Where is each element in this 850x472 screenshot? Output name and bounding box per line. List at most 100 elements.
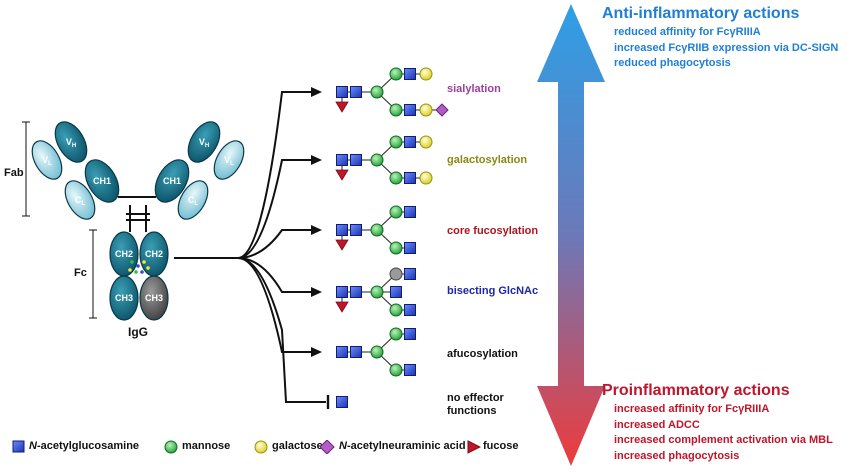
domain-ch2-left-label: CH2: [115, 249, 133, 259]
proinflammatory-item: increased complement activation via MBL: [614, 434, 833, 446]
mannose-circle: [389, 327, 403, 341]
galactose-circle: [419, 135, 433, 149]
fc-glycan-dot: [134, 270, 138, 274]
fc-glycan-dot: [130, 260, 134, 264]
domain-ch1-left-label: CH1: [93, 176, 111, 186]
fc-glycan-dot: [146, 266, 150, 270]
glycoform-label-no-effector: no effector functions: [447, 392, 504, 418]
proinflammatory-title: Proinflammatory actions: [602, 382, 790, 399]
bisect-circle: [389, 267, 403, 281]
domain-vh-right: [187, 121, 221, 163]
galactose-circle: [419, 67, 433, 81]
branch-arrowhead-1: [311, 155, 322, 165]
fucose-triangle: [335, 239, 349, 251]
fc-glycan-dot: [136, 264, 140, 268]
legend-glcnac-prefix: N: [29, 440, 37, 452]
sialic-diamond: [435, 103, 449, 117]
glycoform-label-core-fucosylation: core fucosylation: [447, 225, 539, 237]
domain-ch1-right: [154, 159, 190, 203]
domain-vh-right-label: VH: [199, 137, 209, 149]
legend-fucose-label: fucose: [483, 440, 519, 452]
domain-ch1-right-label: CH1: [163, 176, 181, 186]
mannose-circle: [389, 135, 403, 149]
fucose-triangle-icon: [467, 440, 481, 454]
fucose-triangle: [335, 169, 349, 181]
domain-vl-right: [213, 140, 245, 180]
domain-vl-right-label: VL: [224, 155, 234, 167]
glcnac-square: [336, 86, 348, 98]
fc-label: Fc: [74, 267, 87, 279]
branch-line-2: [237, 229, 314, 259]
igg-label: IgG: [128, 325, 148, 339]
glcnac-square: [404, 104, 416, 116]
glcnac-square: [350, 86, 362, 98]
mannose-circle-icon: [164, 440, 178, 454]
glcnac-square: [404, 68, 416, 80]
domain-ch2-right-label: CH2: [145, 249, 163, 259]
no-effector-line2: functions: [447, 405, 497, 417]
domain-cl-left-label: CL: [75, 195, 86, 207]
fucose-triangle: [335, 101, 349, 113]
mannose-circle: [389, 103, 403, 117]
domain-ch3-left: [109, 275, 139, 321]
branch-line-4: [237, 257, 314, 353]
mannose-circle: [389, 303, 403, 317]
legend-neuraminic-prefix: N: [339, 440, 347, 452]
mannose-circle: [389, 241, 403, 255]
glcnac-square: [404, 172, 416, 184]
domain-cl-right: [177, 180, 209, 220]
anti-inflammatory-title: Anti-inflammatory actions: [602, 5, 800, 22]
anti-inflammatory-item: reduced phagocytosis: [614, 57, 731, 69]
domain-vl-left-label: VL: [42, 155, 52, 167]
neuraminic-diamond-icon: [320, 440, 335, 454]
fc-glycan-dot: [142, 260, 146, 264]
legend-neuraminic-label: -acetylneuraminic acid: [346, 440, 466, 452]
galactose-circle: [419, 103, 433, 117]
anti-inflammatory-list: reduced affinity for FcγRIIIA increased …: [614, 25, 838, 72]
proinflammatory-item: increased ADCC: [614, 418, 700, 431]
glycan-structures: [335, 67, 449, 408]
mannose-circle: [370, 345, 384, 359]
mannose-circle: [389, 363, 403, 377]
glcnac-square: [350, 154, 362, 166]
glycoform-label-sialylation: sialylation: [447, 83, 501, 95]
legend-galactose-label: galactose: [272, 440, 323, 452]
glcnac-square: [336, 346, 348, 358]
no-effector-line1: no effector: [447, 392, 504, 404]
galactose-circle-icon: [254, 440, 268, 454]
glcnac-square: [404, 242, 416, 254]
glcnac-square: [350, 346, 362, 358]
domain-vh-left-label: VH: [66, 137, 76, 149]
glcnac-square: [404, 268, 416, 280]
mannose-circle: [370, 85, 384, 99]
glcnac-square: [404, 328, 416, 340]
glcnac-square: [336, 224, 348, 236]
branch-arrowhead-4: [311, 347, 322, 357]
inflammation-gradient-arrow: [537, 4, 605, 466]
branch-arrowhead-3: [311, 287, 322, 297]
glcnac-square-single: [336, 396, 348, 408]
branch-line-1: [237, 159, 314, 259]
glcnac-square-icon: [12, 440, 25, 453]
glcnac-square: [350, 286, 362, 298]
glcnac-square: [404, 136, 416, 148]
branch-arrowhead-0: [311, 87, 322, 97]
domain-ch3-right-label: CH3: [145, 293, 163, 303]
anti-inflammatory-item: increased FcγRIIB expression via DC-SIGN: [614, 41, 839, 54]
legend-glcnac-label: -acetylglucosamine: [36, 440, 140, 452]
domain-ch3-left-label: CH3: [115, 293, 133, 303]
proinflammatory-list: increased affinity for FcγRIIIA increase…: [614, 402, 833, 464]
glcnac-square: [404, 364, 416, 376]
branch-line-0: [237, 91, 314, 259]
legend-mannose-label: mannose: [182, 440, 231, 452]
glcnac-square: [390, 286, 402, 298]
mannose-circle: [370, 223, 384, 237]
mannose-circle: [389, 67, 403, 81]
fucose-triangle: [335, 301, 349, 313]
glycoform-label-bisecting-glcnac: bisecting GlcNAc: [447, 285, 539, 297]
mannose-circle: [389, 171, 403, 185]
domain-ch3-right: [139, 275, 169, 321]
